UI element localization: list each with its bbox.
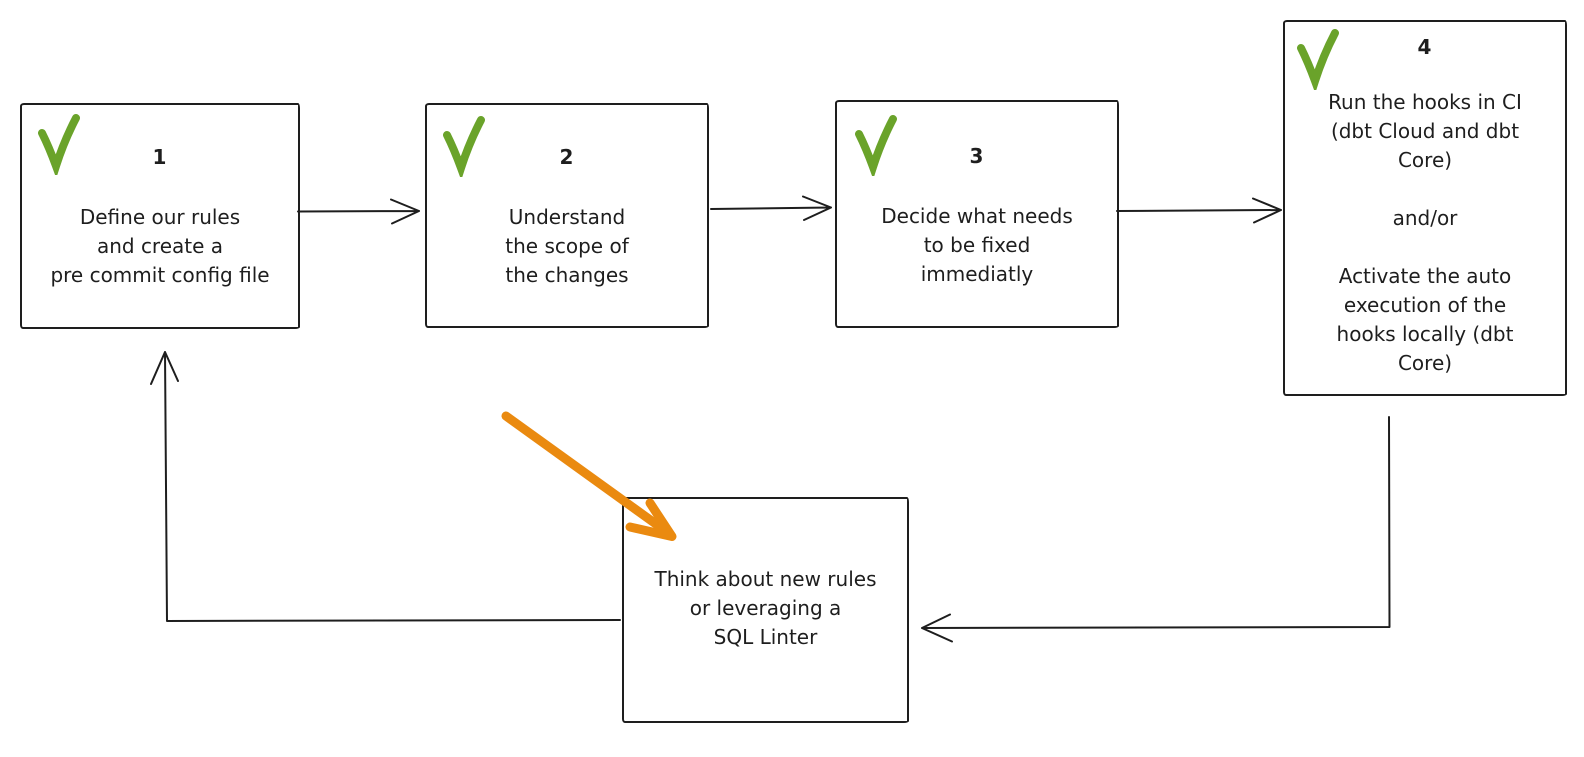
check-icon [1297,29,1339,90]
check-icon [38,114,80,175]
check-icon [855,115,897,176]
check-icon [443,116,485,177]
arrow-step3-to-step4 [1116,197,1282,224]
arrow-step2-to-step3 [710,195,832,221]
step-number: 4 [1417,35,1433,59]
arrow-feedback-to-step1 [150,351,621,622]
arrow-step4-to-feedback [921,416,1391,643]
step-number: 2 [559,145,575,169]
step-box-3: 3 Decide what needs to be fixed immediat… [835,100,1119,328]
step-box-4: 4 Run the hooks in CI (dbt Cloud and dbt… [1283,20,1567,396]
step-number: 1 [152,145,168,169]
step-box-2: 2 Understand the scope of the changes [425,103,709,328]
feedback-box: Think about new rules or leveraging a SQ… [622,497,909,723]
step-number: 3 [969,144,985,168]
feedback-text: Think about new rules or leveraging a SQ… [654,567,877,649]
step-text: Decide what needs to be fixed immediatly [881,204,1073,286]
step-box-1: 1 Define our rules and create a pre comm… [20,103,300,329]
step-text: Run the hooks in CI (dbt Cloud and dbt C… [1328,90,1522,375]
step-text: Understand the scope of the changes [505,205,629,287]
arrow-step1-to-step2 [297,198,420,225]
step-text: Define our rules and create a pre commit… [50,205,270,287]
